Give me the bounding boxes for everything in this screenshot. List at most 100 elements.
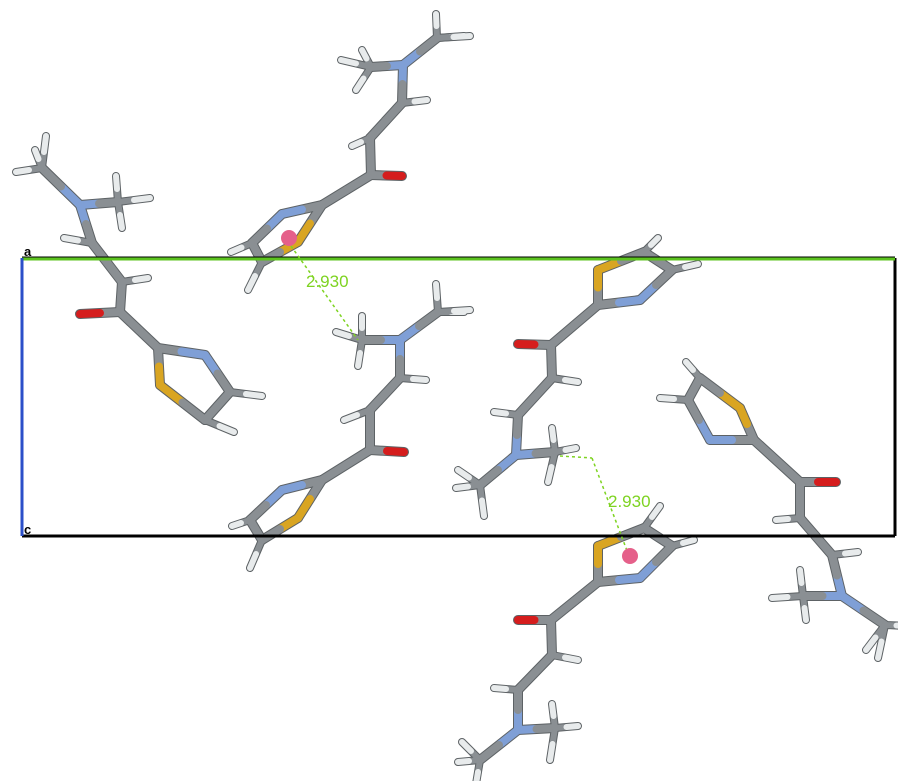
bond-half [696,374,724,397]
bond-half [532,724,559,733]
molecule-right [656,358,898,662]
bond-half [411,97,430,105]
bond-half [61,235,81,244]
molecule-middle-center [228,280,474,572]
bond-half [657,395,677,402]
bond-half [349,139,364,149]
bond-half [416,34,441,56]
molecule-middle-right [452,234,702,520]
bond-half [812,532,836,559]
bond-half [545,464,555,485]
bond-half [450,33,473,40]
bond-half [382,171,406,180]
molecules-layer [12,10,898,781]
bond-half [476,466,502,489]
bond-half [135,326,162,352]
bond-half [491,409,509,417]
bond-half [570,578,602,605]
bond-half [514,340,539,349]
bond-half [383,447,408,456]
bond-half [549,701,557,719]
bond-half [216,423,237,435]
bond-half [773,516,791,523]
bond-half [318,461,350,484]
bond-half [131,195,153,203]
bond-half [117,212,125,231]
bond-half [682,261,701,270]
bond-half [353,75,367,93]
ring-centroid-2 [622,548,638,564]
axis-label-c: c [24,522,31,537]
axis-label-a: a [24,244,32,259]
contacts-layer: 2.930 2.930 [290,245,651,557]
bond-half [680,537,697,546]
bond-half [245,273,258,293]
bond-half [476,741,503,764]
bond-half [57,182,84,209]
bond-half [228,244,245,255]
bond-half [531,651,556,677]
bond-half [547,741,556,763]
bond-half [453,483,471,491]
bond-half [859,606,889,629]
bond-half [229,520,244,529]
bond-half [32,147,42,162]
bond-half [459,739,474,754]
bond-half [41,133,49,155]
bond-half [514,392,539,419]
bond-half [132,275,151,283]
bond-half [495,726,522,749]
bond-half [342,171,375,194]
unit-cell: a c [20,244,897,538]
bond-half [797,567,805,586]
bond-half [116,308,143,334]
bond-half [514,668,539,694]
bond-half [455,467,472,481]
bond-half [95,198,122,208]
bond-half [863,634,879,653]
centroids-layer [281,230,638,564]
bond-half [683,359,696,373]
molecule-bottom-center [454,502,698,781]
molecule-top-left [12,132,266,436]
bond-half [451,307,473,314]
bond-half [838,592,868,615]
bond-half [648,235,661,248]
bond-half [433,281,440,301]
bond-half [842,549,861,557]
bond-half [103,258,126,286]
bond-half [875,638,885,661]
bond-half [341,412,360,423]
bond-half [318,186,351,209]
bond-half [547,321,579,349]
bond-half [570,301,602,329]
molecule-top-center [227,10,474,294]
bond-half [355,350,363,369]
bond-half [801,605,809,623]
bond-half [531,374,556,401]
contact-distance-1: 2.930 [306,272,349,291]
bond-half [410,376,429,383]
bond-half [38,164,65,191]
bond-half [562,654,581,663]
bond-half [750,436,781,465]
bond-half [773,457,804,486]
bond-half [455,758,472,765]
bond-half [716,389,744,412]
bond-half [479,497,487,519]
bond-half [433,11,440,29]
ring-centroid-1 [281,230,297,246]
contact-line-1 [290,245,359,341]
bond-half [491,685,509,692]
bond-half [333,329,352,339]
bond-half [247,551,259,571]
bond-half [649,503,663,520]
bond-half [562,445,579,453]
bond-half [473,769,481,781]
bond-half [594,257,625,274]
bond-half [342,446,374,469]
bond-half [769,594,791,601]
bond-half [562,377,581,385]
bond-half [549,425,557,443]
bond-half [13,167,32,175]
